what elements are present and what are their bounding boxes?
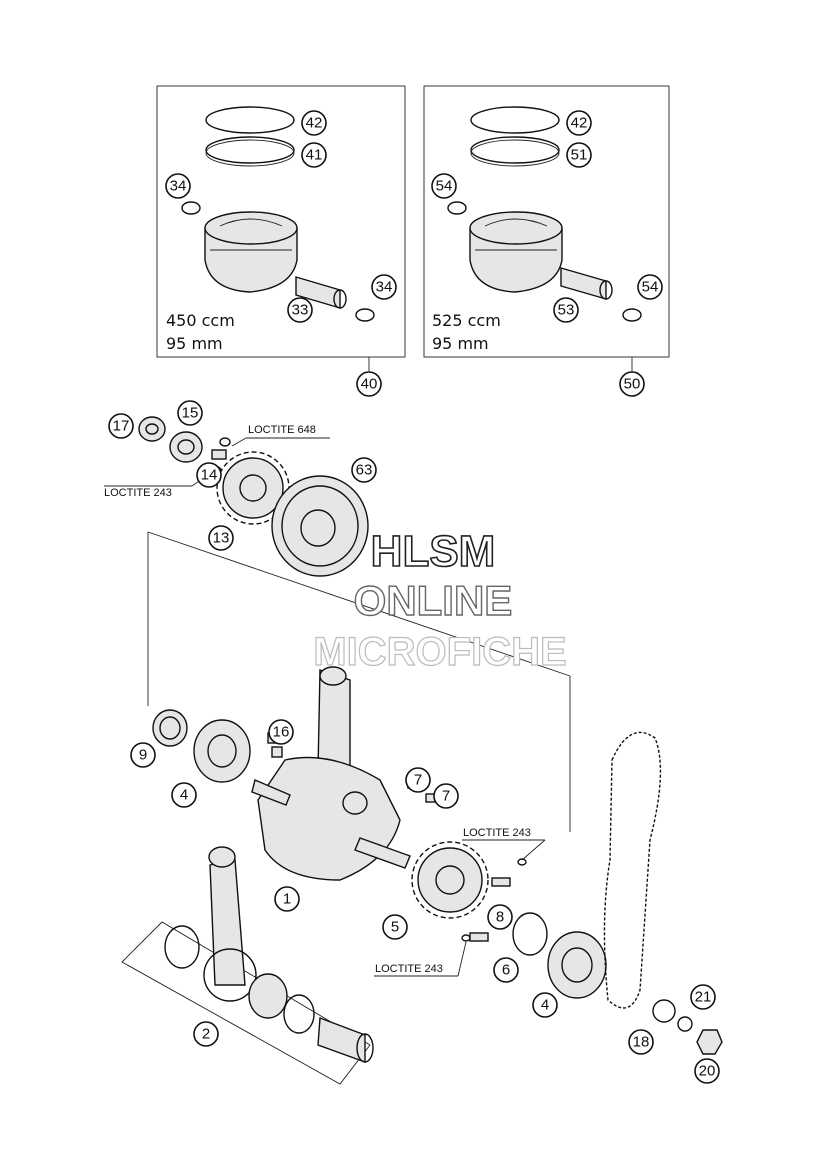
loctite-notes: LOCTITE 648 LOCTITE 243 LOCTITE 243 LOCT… [104,424,546,977]
callout-34-upper[interactable]: 34 [165,173,191,199]
crankshaft-assembly [152,666,436,881]
svg-text:17: 17 [113,418,130,435]
callout-7-left[interactable]: 7 [405,767,431,793]
callout-1[interactable]: 1 [274,886,300,912]
svg-text:18: 18 [633,1034,650,1051]
callout-9[interactable]: 9 [130,742,156,768]
svg-text:50: 50 [624,376,641,393]
callout-2[interactable]: 2 [193,1021,219,1047]
watermark-line-1: HLSM [371,527,496,576]
piston-kit-box-525: 525 ccm 95 mm [423,85,670,371]
svg-text:54: 54 [642,279,659,296]
svg-text:7: 7 [442,788,450,805]
callout-34-lower[interactable]: 34 [371,274,397,300]
callout-5[interactable]: 5 [382,914,408,940]
callout-54-lower[interactable]: 54 [637,274,663,300]
callout-42-right[interactable]: 42 [566,110,592,136]
callout-4-right[interactable]: 4 [532,992,558,1018]
callout-41[interactable]: 41 [301,142,327,168]
note-loctite-648: LOCTITE 648 [248,424,316,436]
piston-525-bore: 95 mm [432,334,489,353]
callout-21[interactable]: 21 [690,984,716,1010]
callout-15[interactable]: 15 [177,400,203,426]
svg-text:33: 33 [292,302,309,319]
watermark-line-3: MICROFICHE [313,630,566,674]
callout-53[interactable]: 53 [553,297,579,323]
svg-text:2: 2 [202,1026,210,1043]
balancer-gear-group [138,416,571,832]
primary-gear-group [411,841,607,999]
svg-text:9: 9 [139,747,147,764]
svg-text:1: 1 [283,891,291,908]
callout-20[interactable]: 20 [694,1058,720,1084]
svg-text:15: 15 [182,405,199,422]
watermark-line-2: ONLINE [354,577,513,624]
callout-14[interactable]: 14 [196,462,222,488]
piston-525-displacement: 525 ccm [432,311,501,330]
piston-450-bore: 95 mm [166,334,223,353]
svg-text:5: 5 [391,919,399,936]
connecting-rod-kit [121,846,374,1085]
svg-text:42: 42 [306,115,323,132]
svg-text:34: 34 [170,178,187,195]
watermark: HLSM ONLINE MICROFICHE [313,526,568,674]
callout-33[interactable]: 33 [287,297,313,323]
svg-text:4: 4 [541,997,549,1014]
callout-42-left[interactable]: 42 [301,110,327,136]
callout-16[interactable]: 16 [268,719,294,745]
callout-17[interactable]: 17 [108,413,134,439]
svg-text:42: 42 [571,115,588,132]
svg-text:54: 54 [436,178,453,195]
callout-51[interactable]: 51 [566,142,592,168]
callout-63[interactable]: 63 [351,457,377,483]
callout-50[interactable]: 50 [619,371,645,397]
note-loctite-243-b: LOCTITE 243 [463,827,531,839]
callout-40[interactable]: 40 [356,371,382,397]
note-loctite-243-a: LOCTITE 243 [104,487,172,499]
svg-text:21: 21 [695,989,712,1006]
timing-chain [603,731,723,1055]
callout-18[interactable]: 18 [628,1029,654,1055]
svg-text:4: 4 [180,787,188,804]
svg-text:40: 40 [361,376,378,393]
callout-54-upper[interactable]: 54 [431,173,457,199]
svg-text:8: 8 [496,909,504,926]
callout-6[interactable]: 6 [493,957,519,983]
callout-7-right[interactable]: 7 [433,783,459,809]
svg-text:34: 34 [376,279,393,296]
svg-text:53: 53 [558,302,575,319]
piston-450-displacement: 450 ccm [166,311,235,330]
callout-8[interactable]: 8 [487,904,513,930]
svg-text:14: 14 [201,467,218,484]
svg-text:7: 7 [414,772,422,789]
svg-text:13: 13 [213,530,230,547]
svg-text:20: 20 [699,1063,716,1080]
svg-text:51: 51 [571,147,588,164]
piston-kit-box-450: 450 ccm 95 mm [156,85,406,371]
callout-13[interactable]: 13 [208,525,234,551]
note-loctite-243-c: LOCTITE 243 [375,963,443,975]
svg-text:6: 6 [502,962,510,979]
svg-text:63: 63 [356,462,373,479]
callout-4-left[interactable]: 4 [171,782,197,808]
svg-text:16: 16 [273,724,290,741]
svg-text:41: 41 [306,147,323,164]
